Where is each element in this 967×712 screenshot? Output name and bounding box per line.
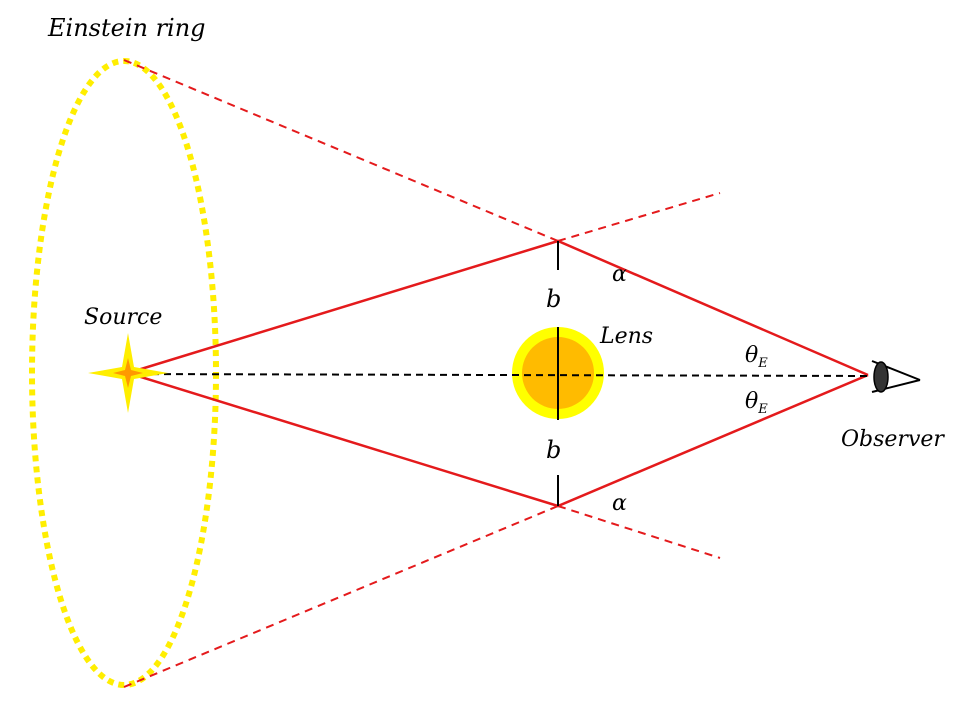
deflection-angle-label-bottom: α (612, 491, 627, 516)
lens-label: Lens (599, 324, 653, 349)
source-label: Source (84, 305, 162, 330)
impact-parameter-label-top: b (546, 285, 561, 313)
einstein-ring-label: Einstein ring (47, 14, 206, 42)
deflection-angle-label-top: α (612, 262, 627, 287)
einstein-angle-symbol-top: θ (745, 343, 758, 368)
optical-axis (127, 373, 869, 377)
ray-extension-top-to-ring (123, 59, 559, 242)
einstein-angle-subscript-top: E (757, 356, 768, 371)
einstein-angle-label-bottom: θE (745, 389, 768, 417)
impact-parameter-label-bottom: b (546, 436, 561, 464)
source-star (88, 333, 168, 413)
ray-deflection-top-continuation (557, 192, 721, 242)
einstein-angle-symbol-bottom: θ (745, 389, 758, 414)
einstein-angle-subscript-bottom: E (757, 402, 768, 417)
ray-deflection-bottom-continuation (557, 505, 721, 559)
observer-eye-icon (871, 360, 921, 393)
einstein-angle-label-top: θE (745, 343, 768, 371)
observer-label: Observer (841, 427, 945, 452)
